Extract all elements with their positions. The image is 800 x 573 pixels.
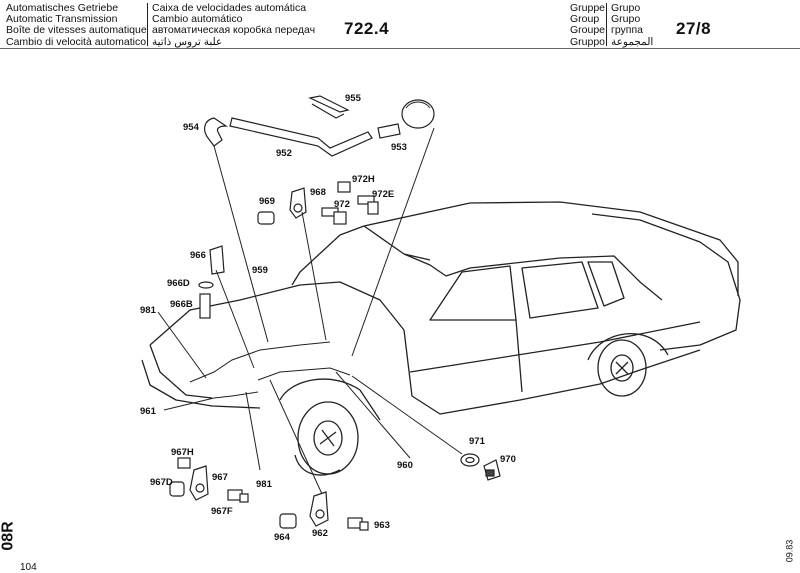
group-en: Group: [570, 13, 600, 26]
part-972E-bolt: [357, 195, 379, 215]
part-953-sleeve: [377, 123, 401, 139]
part-952-hose: [229, 117, 373, 157]
group-it: Gruppo: [570, 35, 606, 48]
callout-964: 964: [274, 532, 291, 543]
header: Automatisches Getriebe Automatic Transmi…: [0, 0, 800, 48]
callout-952: 952: [276, 148, 292, 159]
title-es: Cambio automático: [152, 13, 243, 26]
callout-953: 953: [391, 142, 407, 153]
callout-972: 972: [334, 199, 350, 210]
callout-967D: 967D: [150, 477, 173, 488]
callout-966: 966: [190, 250, 206, 261]
title-ru: автоматическая коробка передач: [152, 24, 316, 37]
group-ru: группа: [611, 24, 644, 37]
part-971-washer: [460, 453, 480, 467]
part-966D-washer: [198, 281, 214, 289]
part-970-plug: [483, 459, 501, 481]
group-pt: Grupo: [611, 2, 641, 14]
part-cap: [401, 99, 435, 129]
part-967-bracket: [189, 465, 209, 501]
callout-967: 967: [212, 472, 228, 483]
title-en: Automatic Transmission: [6, 13, 118, 26]
callout-981: 981: [140, 305, 157, 316]
title-ar: علبة تروس ذاتية: [152, 35, 223, 48]
part-966-bracket: [209, 245, 225, 275]
callout-972E: 972E: [372, 189, 394, 200]
cable-routing: [189, 341, 351, 399]
group-number: 27/8: [676, 19, 712, 38]
callout-969: 969: [259, 196, 275, 207]
date-code: 09.83: [784, 539, 795, 563]
section-tag: 08R: [0, 521, 17, 551]
group-label-left: Gruppe Group Groupe Gruppo: [570, 2, 606, 48]
callout-963: 963: [374, 520, 390, 531]
part-968-bracket: [289, 187, 307, 219]
header-divider: [147, 3, 148, 46]
callout-968: 968: [310, 187, 326, 198]
header-languages-left: Automatisches Getriebe Automatic Transmi…: [6, 2, 147, 48]
callout-970: 970: [500, 454, 516, 465]
part-955-clip: [308, 95, 350, 119]
callout-labels: 955 954 952 953 968 972H 972E 972 969 96…: [140, 93, 516, 543]
callout-981-lower: 981: [256, 479, 273, 490]
part-972-bolt: [321, 207, 347, 225]
title-it: Cambio di velocità automatico: [6, 35, 147, 48]
page-number: 104: [20, 562, 37, 573]
part-967F-bolt: [227, 489, 249, 503]
car-outline: [141, 201, 741, 421]
callout-972H: 972H: [352, 174, 375, 185]
front-wheel: [294, 401, 359, 476]
header-rule: [0, 48, 800, 49]
callout-954: 954: [183, 122, 200, 133]
header-languages-right: Caixa de velocidades automática Cambio a…: [152, 2, 316, 48]
callout-962: 962: [312, 528, 328, 539]
part-963-bolt: [347, 517, 369, 531]
part-967D-grommet: [169, 481, 185, 497]
part-964-grommet: [279, 513, 297, 529]
callout-971: 971: [469, 436, 486, 447]
callout-967F: 967F: [211, 506, 233, 517]
callout-966D: 966D: [167, 278, 190, 289]
group-ar: المجموعة: [611, 35, 654, 48]
group-label-right: Grupo Grupo группа المجموعة: [611, 2, 654, 48]
callout-955: 955: [345, 93, 362, 104]
part-966B-bolt: [199, 293, 211, 319]
callout-959: 959: [252, 265, 268, 276]
title-pt: Caixa de velocidades automática: [152, 2, 307, 14]
title-de: Automatisches Getriebe: [6, 2, 119, 14]
callout-961: 961: [140, 406, 157, 417]
title-fr: Boîte de vitesses automatique: [6, 24, 147, 37]
part-972H-nut: [337, 181, 351, 193]
callout-967H: 967H: [171, 447, 194, 458]
callout-966B: 966B: [170, 299, 193, 310]
group-es: Grupo: [611, 13, 641, 26]
model-number: 722.4: [344, 19, 390, 38]
part-954-elbow: [204, 117, 228, 147]
leader-lines: [157, 127, 463, 495]
group-de: Gruppe: [570, 2, 606, 14]
header-divider-2: [606, 3, 607, 46]
part-967H-nut: [177, 457, 191, 469]
part-962-bracket: [309, 491, 329, 527]
rear-wheel: [597, 339, 647, 397]
group-fr: Groupe: [570, 24, 606, 37]
callout-960: 960: [397, 460, 413, 471]
part-969-grommet: [257, 211, 275, 225]
